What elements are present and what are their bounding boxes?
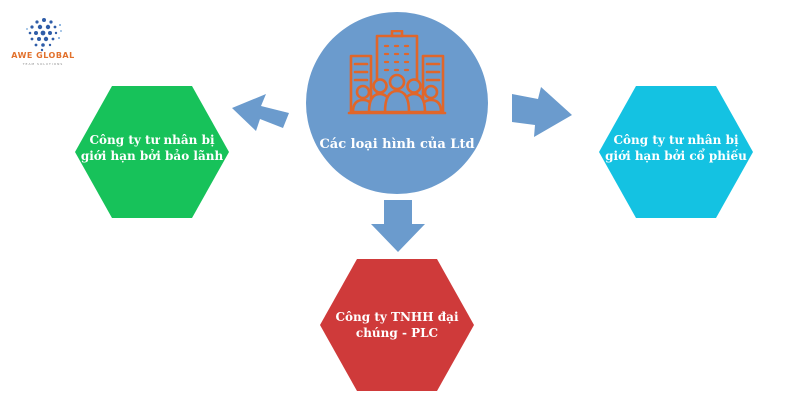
arrow-right-icon — [512, 87, 572, 137]
node-shares: Công ty tư nhân bị giới hạn bởi cổ phiếu — [599, 86, 753, 218]
hexagon-shape — [599, 86, 753, 218]
hexagon-shape — [320, 259, 474, 391]
node-shares-line1: Công ty tư nhân bị — [613, 133, 739, 147]
node-guarantee-line1: Công ty tư nhân bị — [89, 133, 215, 147]
logo-name: AWE GLOBAL — [11, 51, 75, 60]
node-guarantee: Công ty tư nhân bị giới hạn bởi bảo lãnh — [75, 86, 229, 218]
node-plc-line2: chúng - PLC — [355, 326, 439, 341]
globe-dots-icon — [26, 18, 62, 52]
building-people-icon — [347, 30, 447, 115]
arrow-left-icon — [232, 94, 289, 131]
logo: AWE GLOBAL TEAM SOLUTIONS — [8, 16, 78, 66]
logo-tagline: TEAM SOLUTIONS — [22, 62, 64, 66]
hexagon-shape — [75, 86, 229, 218]
node-plc-line1: Công ty TNHH đại — [335, 310, 459, 324]
node-plc: Công ty TNHH đại chúng - PLC — [320, 259, 474, 391]
node-guarantee-line2: giới hạn bởi bảo lãnh — [80, 149, 224, 164]
center-node: Các loại hình của Ltd — [306, 12, 488, 194]
center-label: Các loại hình của Ltd — [319, 137, 475, 152]
arrow-down-icon — [371, 200, 425, 252]
node-shares-line2: giới hạn bởi cổ phiếu — [605, 149, 747, 164]
